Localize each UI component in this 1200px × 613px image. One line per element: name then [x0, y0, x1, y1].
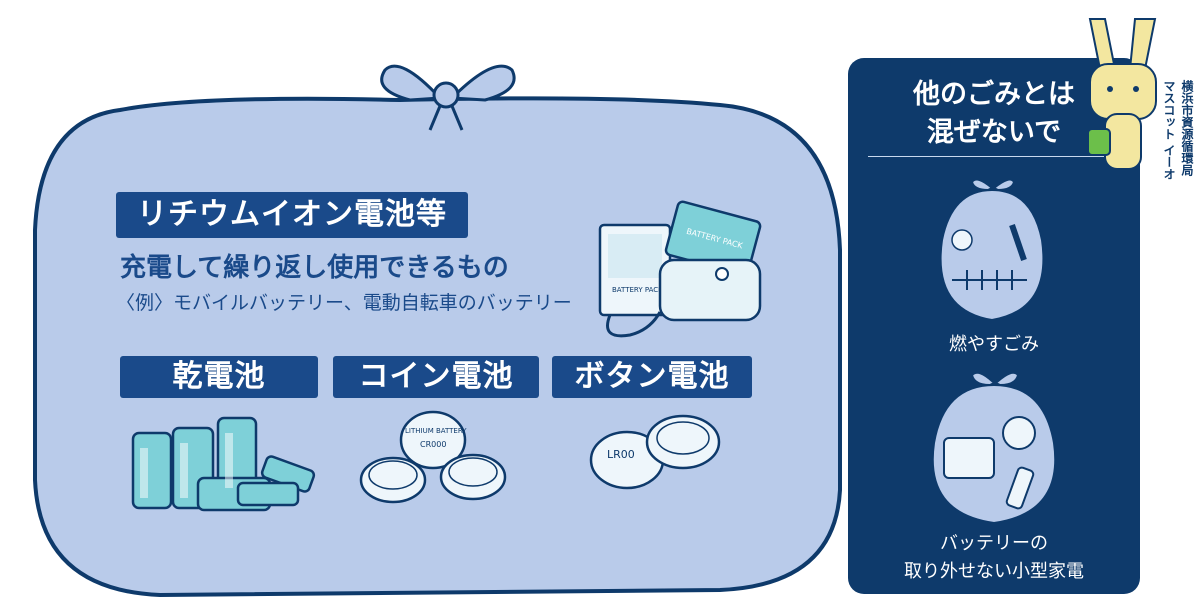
- coin-cell-tag: コイン電池: [333, 356, 539, 398]
- panel-title: 他のごみとは 混ぜないで: [913, 79, 1075, 148]
- bag-knot-icon: [380, 64, 516, 131]
- small-appliance-label: バッテリーの 取り外せない小型家電: [904, 533, 1084, 582]
- button-cells-illustration: LR00: [589, 414, 721, 490]
- panel-divider: [868, 156, 1120, 157]
- small-appliance-bag-icon: [931, 371, 1057, 525]
- battery-pack-label: BATTERY PACK: [612, 286, 663, 294]
- coin-battery-text-1: LITHIUM BATTERY: [405, 427, 467, 435]
- lithium-description: 充電して繰り返し使用できるもの: [120, 253, 509, 283]
- mascot-caption: 横浜市資源循環局 マスコット イーオ: [1162, 80, 1194, 181]
- mascot-iio-illustration: [1087, 18, 1157, 170]
- button-cell-tag: ボタン電池: [552, 356, 752, 398]
- burnable-garbage-label: 燃やすごみ: [949, 334, 1039, 355]
- mobile-battery-illustration: BATTERY PACK BATTERY PACK: [598, 200, 762, 338]
- lithium-battery-tag: リチウムイオン電池等: [116, 192, 468, 238]
- coin-battery-text-2: CR000: [420, 440, 446, 449]
- burnable-garbage-bag-icon: [939, 178, 1045, 322]
- coin-cells-illustration: LITHIUM BATTERY CR000: [359, 410, 507, 504]
- lithium-example: 〈例〉モバイルバッテリー、電動自転車のバッテリー: [116, 292, 572, 314]
- button-battery-text: LR00: [607, 448, 635, 461]
- dry-cell-tag: 乾電池: [120, 356, 318, 398]
- dry-cell-batteries-illustration: [131, 416, 316, 512]
